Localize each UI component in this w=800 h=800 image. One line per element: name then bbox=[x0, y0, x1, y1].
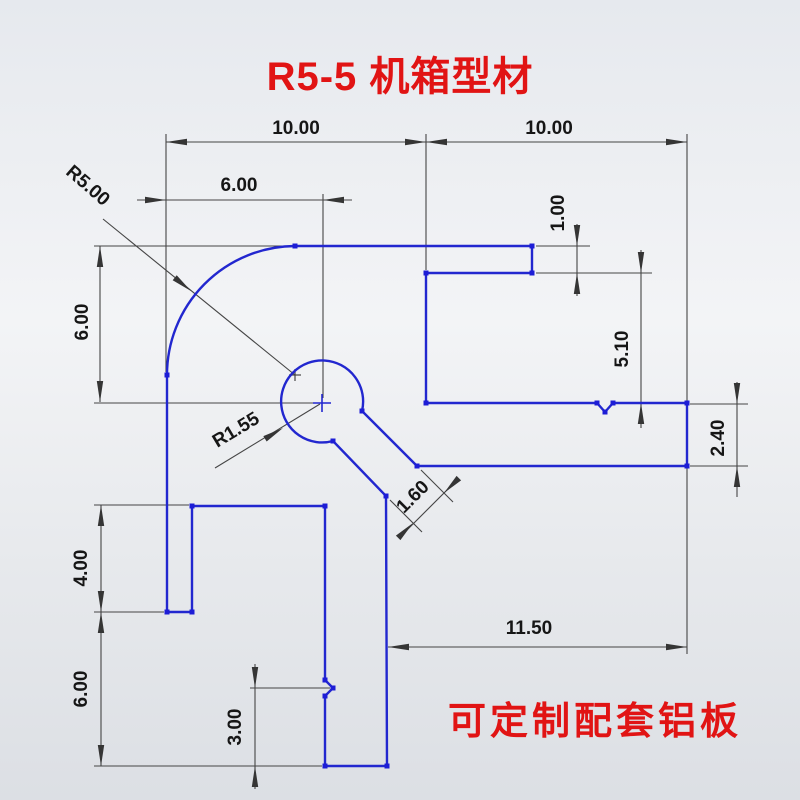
dim-left-tab-height: 4.00 bbox=[71, 550, 92, 587]
arrowhead bbox=[666, 138, 687, 146]
arrowhead bbox=[573, 273, 581, 294]
arrowhead bbox=[96, 246, 104, 267]
vertex-dot bbox=[322, 677, 328, 683]
center-marks bbox=[289, 369, 331, 412]
dim-corner-height: 6.00 bbox=[72, 304, 93, 341]
arrowhead bbox=[395, 523, 413, 541]
vertex-dot bbox=[322, 503, 328, 509]
dim-top-right-width: 10.00 bbox=[525, 118, 573, 139]
vertex-dot bbox=[189, 503, 195, 509]
extension-line bbox=[389, 499, 423, 533]
dim-corner-inner-width: 6.00 bbox=[221, 175, 258, 196]
arrowhead bbox=[388, 643, 409, 651]
arrowhead bbox=[733, 383, 741, 404]
dim-slot-width: 1.60 bbox=[393, 477, 434, 518]
dimension-texts: 10.00 10.00 6.00 R5.00 1.00 6.00 5.10 2.… bbox=[62, 118, 729, 745]
vertex-dot bbox=[602, 409, 608, 415]
vertex-dot bbox=[164, 609, 170, 615]
arrowhead bbox=[97, 505, 105, 526]
arrowhead bbox=[172, 275, 191, 291]
arrowhead bbox=[263, 428, 283, 442]
arrowhead bbox=[97, 612, 105, 633]
arrowhead bbox=[733, 466, 741, 487]
vertex-dot bbox=[423, 270, 429, 276]
arrowhead bbox=[251, 667, 259, 688]
vertex-dot bbox=[189, 609, 195, 615]
arrowhead bbox=[666, 643, 687, 651]
arrowhead bbox=[426, 138, 447, 146]
dim-boss-radius: R1.55 bbox=[209, 408, 264, 452]
vertex-dot bbox=[529, 270, 535, 276]
vertex-dot bbox=[423, 400, 429, 406]
boss-center-cross bbox=[313, 394, 331, 412]
vertex-dot bbox=[359, 408, 365, 414]
arrowhead bbox=[637, 403, 645, 424]
arrowhead bbox=[323, 196, 344, 204]
arrowhead bbox=[97, 745, 105, 766]
dim-lower-left-height: 6.00 bbox=[71, 671, 92, 708]
vertex-dot bbox=[529, 243, 535, 249]
dim-right-arm-thickness: 2.40 bbox=[708, 420, 729, 457]
vertex-dot bbox=[330, 438, 336, 444]
extension-lines bbox=[94, 134, 748, 767]
vertex-dot bbox=[384, 763, 390, 769]
vertex-dot bbox=[330, 685, 336, 691]
arrowhead bbox=[145, 196, 166, 204]
dimension-arrows bbox=[96, 138, 741, 787]
arrowhead bbox=[96, 381, 104, 402]
profile-outline bbox=[165, 244, 689, 768]
vertex-dot bbox=[684, 400, 690, 406]
arrowhead bbox=[97, 591, 105, 612]
custom-note: 可定制配套铝板 bbox=[448, 701, 743, 743]
vertex-dot bbox=[322, 763, 328, 769]
page-title: R5-5 机箱型材 bbox=[266, 55, 534, 99]
arrowhead bbox=[166, 138, 187, 146]
vertex-dot bbox=[684, 463, 690, 469]
vertex-dot bbox=[383, 493, 389, 499]
radius-leader bbox=[102, 218, 296, 376]
arrowhead bbox=[444, 475, 462, 493]
vertex-dot bbox=[322, 693, 328, 699]
arrowhead bbox=[251, 766, 259, 787]
vertex-dot bbox=[414, 463, 420, 469]
dim-bottom-span: 11.50 bbox=[506, 618, 553, 639]
dim-corner-fillet-radius: R5.00 bbox=[62, 161, 114, 210]
dim-flange-thickness: 1.00 bbox=[548, 195, 569, 232]
extension-line bbox=[420, 469, 454, 503]
vertex-dot bbox=[610, 400, 616, 406]
vertex-dots bbox=[164, 243, 690, 769]
dim-notch-height: 3.00 bbox=[225, 709, 246, 746]
arrowhead bbox=[637, 252, 645, 273]
arrowhead bbox=[405, 138, 426, 146]
dim-right-arm-drop: 5.10 bbox=[612, 331, 633, 368]
arrowhead bbox=[573, 225, 581, 246]
vertex-dot bbox=[164, 372, 170, 378]
dim-top-left-width: 10.00 bbox=[272, 118, 320, 139]
vertex-dot bbox=[594, 400, 600, 406]
vertex-dot bbox=[292, 243, 298, 249]
